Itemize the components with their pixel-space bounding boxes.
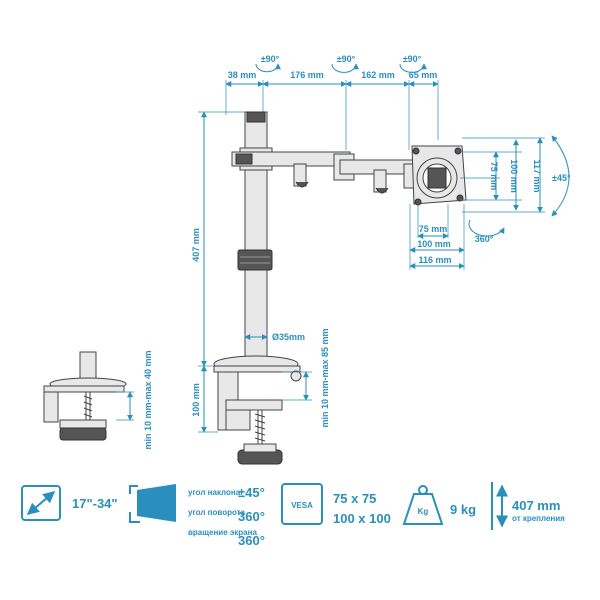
- small-clamp-detail: min 10 mm-max 40 mm: [43, 350, 153, 450]
- vesa-plate: [411, 145, 467, 206]
- vertical-dimensions: 407 mm 100 mm Ø35mm min 10 mm-max 85 mm: [191, 111, 330, 433]
- dim-rotate: 360°: [475, 234, 494, 244]
- svg-text:угол поворота: угол поворота: [188, 508, 246, 517]
- dim-diameter: Ø35mm: [272, 332, 305, 342]
- dim-clamp-range: min 10 mm-max 85 mm: [320, 328, 330, 427]
- height-spec: 407 mm от крепления: [491, 482, 565, 530]
- dim-407mm: 407 mm: [191, 228, 201, 262]
- monitor-rotate-spec: угол наклона угол поворота вращение экра…: [129, 484, 265, 548]
- svg-text:Kg: Kg: [418, 507, 429, 516]
- screen-size-icon: [21, 485, 61, 521]
- rotation-arc-3: ±90°: [399, 54, 427, 73]
- monitor-tilt-icon: [137, 484, 176, 522]
- spec-bar: 17"-34" угол наклона угол поворота враще…: [21, 482, 565, 548]
- dim-vesa-75w: 75 mm: [419, 224, 448, 234]
- screen-size-spec: 17"-34": [21, 485, 118, 521]
- weight-spec: Kg 9 kg: [402, 485, 476, 525]
- dim-65mm: 65 mm: [409, 70, 438, 80]
- top-dimensions: 38 mm 176 mm 162 mm 65 mm ±90° ±90° ±90°: [225, 54, 439, 150]
- vesa-100: 100 x 100: [333, 511, 391, 526]
- svg-text:угол наклона: угол наклона: [188, 488, 241, 497]
- rotation-arc-2: ±90°: [331, 54, 359, 73]
- dim-vesa-75h: 75 mm: [489, 162, 499, 191]
- swivel-value: 360°: [238, 509, 265, 524]
- dim-100mm: 100 mm: [191, 383, 201, 417]
- vesa-dimensions: 75 mm 100 mm 117 mm 75 mm 100 mm 116 mm …: [409, 135, 571, 270]
- tilt-value: ±45°: [238, 485, 265, 500]
- vesa-75: 75 x 75: [333, 491, 376, 506]
- dim-vesa-116w: 116 mm: [418, 255, 451, 265]
- dim-vesa-117h: 117 mm: [532, 159, 542, 192]
- monitor-arm-drawing: [213, 111, 467, 465]
- height-value: 407 mm: [512, 498, 560, 513]
- rotation-value: 360°: [238, 533, 265, 548]
- dim-162mm: 162 mm: [361, 70, 395, 80]
- weight-value: 9 kg: [450, 502, 476, 517]
- svg-text:±90°: ±90°: [261, 54, 280, 64]
- dim-176mm: 176 mm: [290, 70, 324, 80]
- svg-text:±90°: ±90°: [403, 54, 422, 64]
- dim-vesa-100h: 100 mm: [509, 159, 519, 193]
- dim-vesa-100w: 100 mm: [417, 239, 451, 249]
- svg-text:VESA: VESA: [291, 501, 313, 510]
- dim-38mm: 38 mm: [228, 70, 257, 80]
- rotation-arc-1: ±90°: [255, 54, 281, 73]
- screen-size-value: 17"-34": [72, 496, 118, 511]
- height-subtext: от крепления: [512, 514, 565, 523]
- vesa-icon: [281, 483, 323, 525]
- vesa-spec: VESA 75 x 75 100 x 100: [281, 483, 391, 526]
- dim-tilt: ±45°: [552, 173, 571, 183]
- svg-text:вращение экрана: вращение экрана: [188, 528, 257, 537]
- svg-text:±90°: ±90°: [337, 54, 356, 64]
- dim-small-clamp-range: min 10 mm-max 40 mm: [143, 350, 153, 449]
